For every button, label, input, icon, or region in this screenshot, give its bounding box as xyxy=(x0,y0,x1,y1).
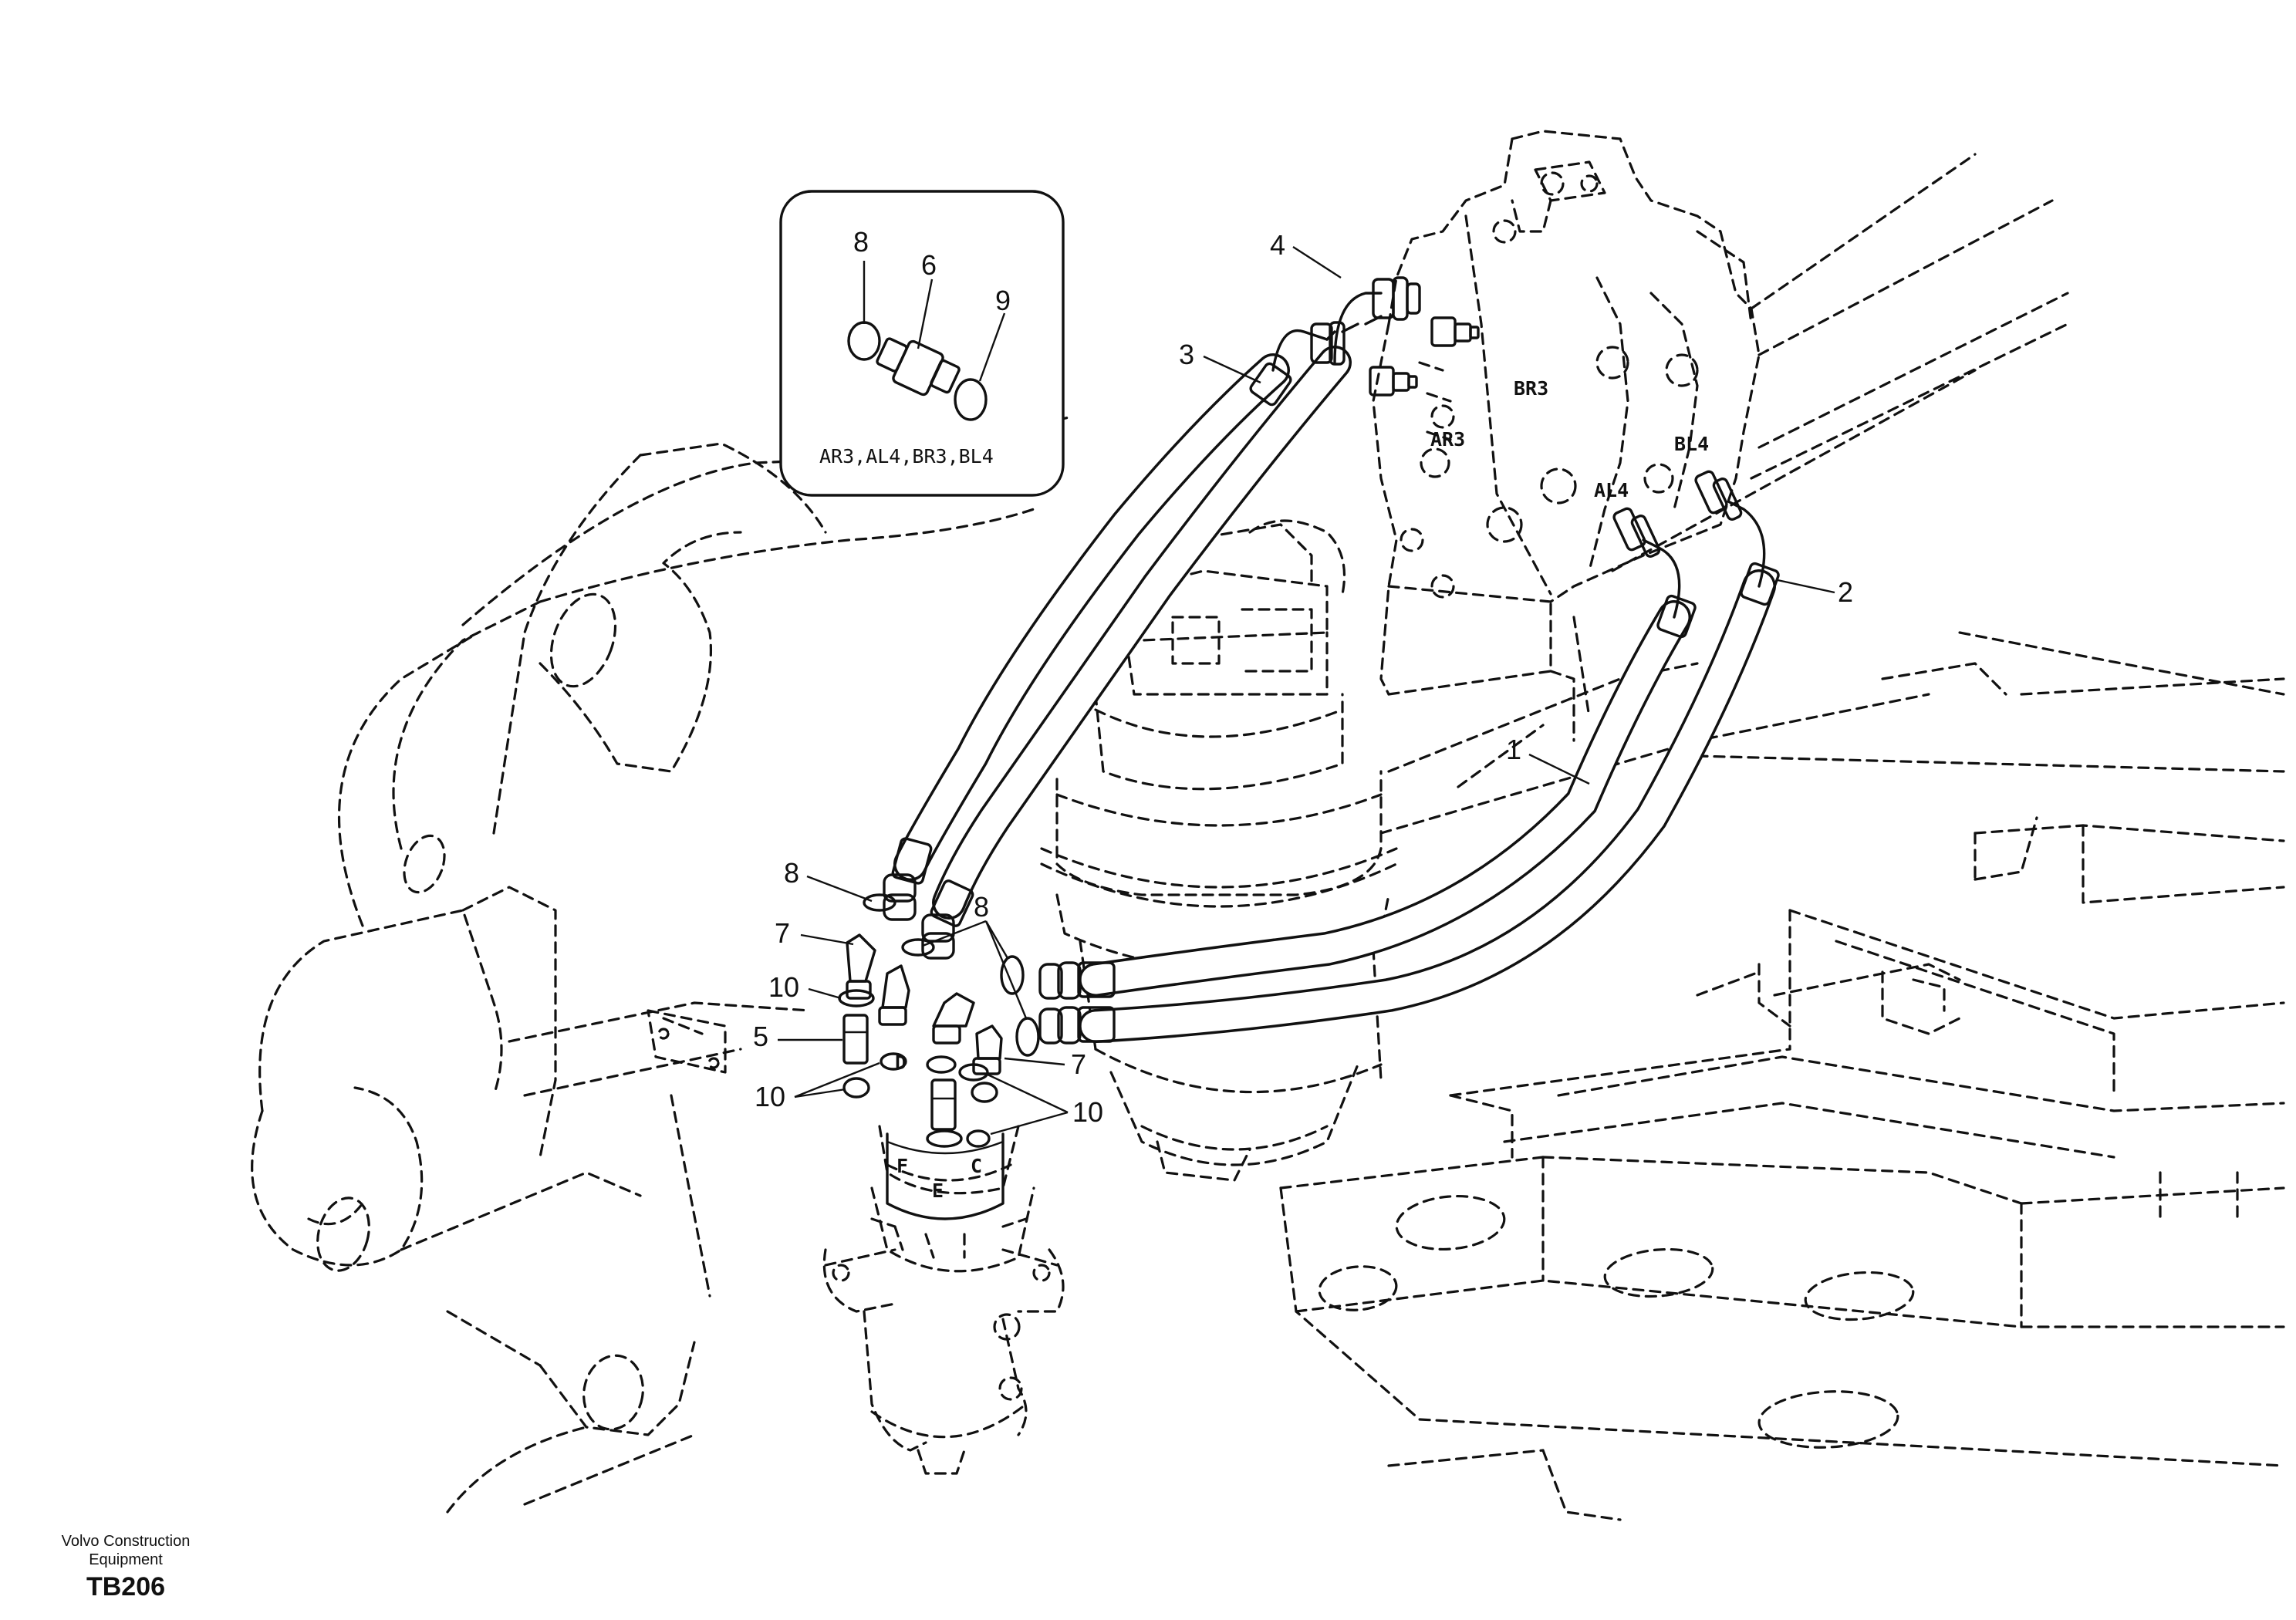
callout-1: 1 xyxy=(1506,734,1521,765)
leader-lines xyxy=(778,245,1835,1136)
inset-port-list: AR3,AL4,BR3,BL4 xyxy=(819,445,994,467)
valve-adapters xyxy=(1369,316,1480,397)
hose-1 xyxy=(1079,600,1691,997)
hose-4 xyxy=(932,346,1352,920)
callout-10-upper: 10 xyxy=(768,971,799,1003)
port-label-ar3: AR3 xyxy=(1430,428,1465,451)
callout-3: 3 xyxy=(1179,339,1194,370)
inset-adapter-6 xyxy=(876,337,961,397)
elbows-and-adapters xyxy=(842,933,1003,1131)
footer-company-name: Volvo Construction Equipment xyxy=(29,1532,222,1569)
port-label-br3: BR3 xyxy=(1514,377,1548,400)
callout-10-left: 10 xyxy=(755,1081,785,1112)
callout-5: 5 xyxy=(753,1021,768,1052)
port-label-f: F xyxy=(896,1155,908,1177)
hose-fittings-lower xyxy=(883,837,1116,1045)
machine-frame-outline xyxy=(251,130,2285,1521)
port-label-al4: AL4 xyxy=(1594,479,1629,501)
port-label-e: E xyxy=(932,1180,944,1202)
callout-9-inset: 9 xyxy=(995,285,1011,316)
callout-6-inset: 6 xyxy=(921,249,937,281)
hose-fittings-upper xyxy=(1249,276,1780,639)
inset-detail-box xyxy=(779,190,1065,497)
callout-10-right: 10 xyxy=(1072,1096,1103,1128)
center-joint-block xyxy=(886,1132,1004,1220)
footer-company-line-1: Volvo Construction xyxy=(61,1533,191,1550)
callout-8-center: 8 xyxy=(974,891,989,923)
hose-3 xyxy=(893,353,1290,881)
port-label-c: C xyxy=(971,1155,982,1177)
hose-2 xyxy=(1079,569,1776,1043)
callout-7-right: 7 xyxy=(1071,1048,1086,1080)
callout-4: 4 xyxy=(1270,229,1285,261)
callout-7-left: 7 xyxy=(775,917,790,949)
callout-8-left: 8 xyxy=(784,857,799,889)
footer-figure-code: TB206 xyxy=(86,1572,166,1601)
callout-8-inset: 8 xyxy=(853,226,869,258)
port-label-bl4: BL4 xyxy=(1674,433,1709,455)
footer-company-line-2: Equipment xyxy=(89,1551,163,1568)
callout-2: 2 xyxy=(1838,576,1853,608)
inset-o-ring-9 xyxy=(954,378,988,421)
